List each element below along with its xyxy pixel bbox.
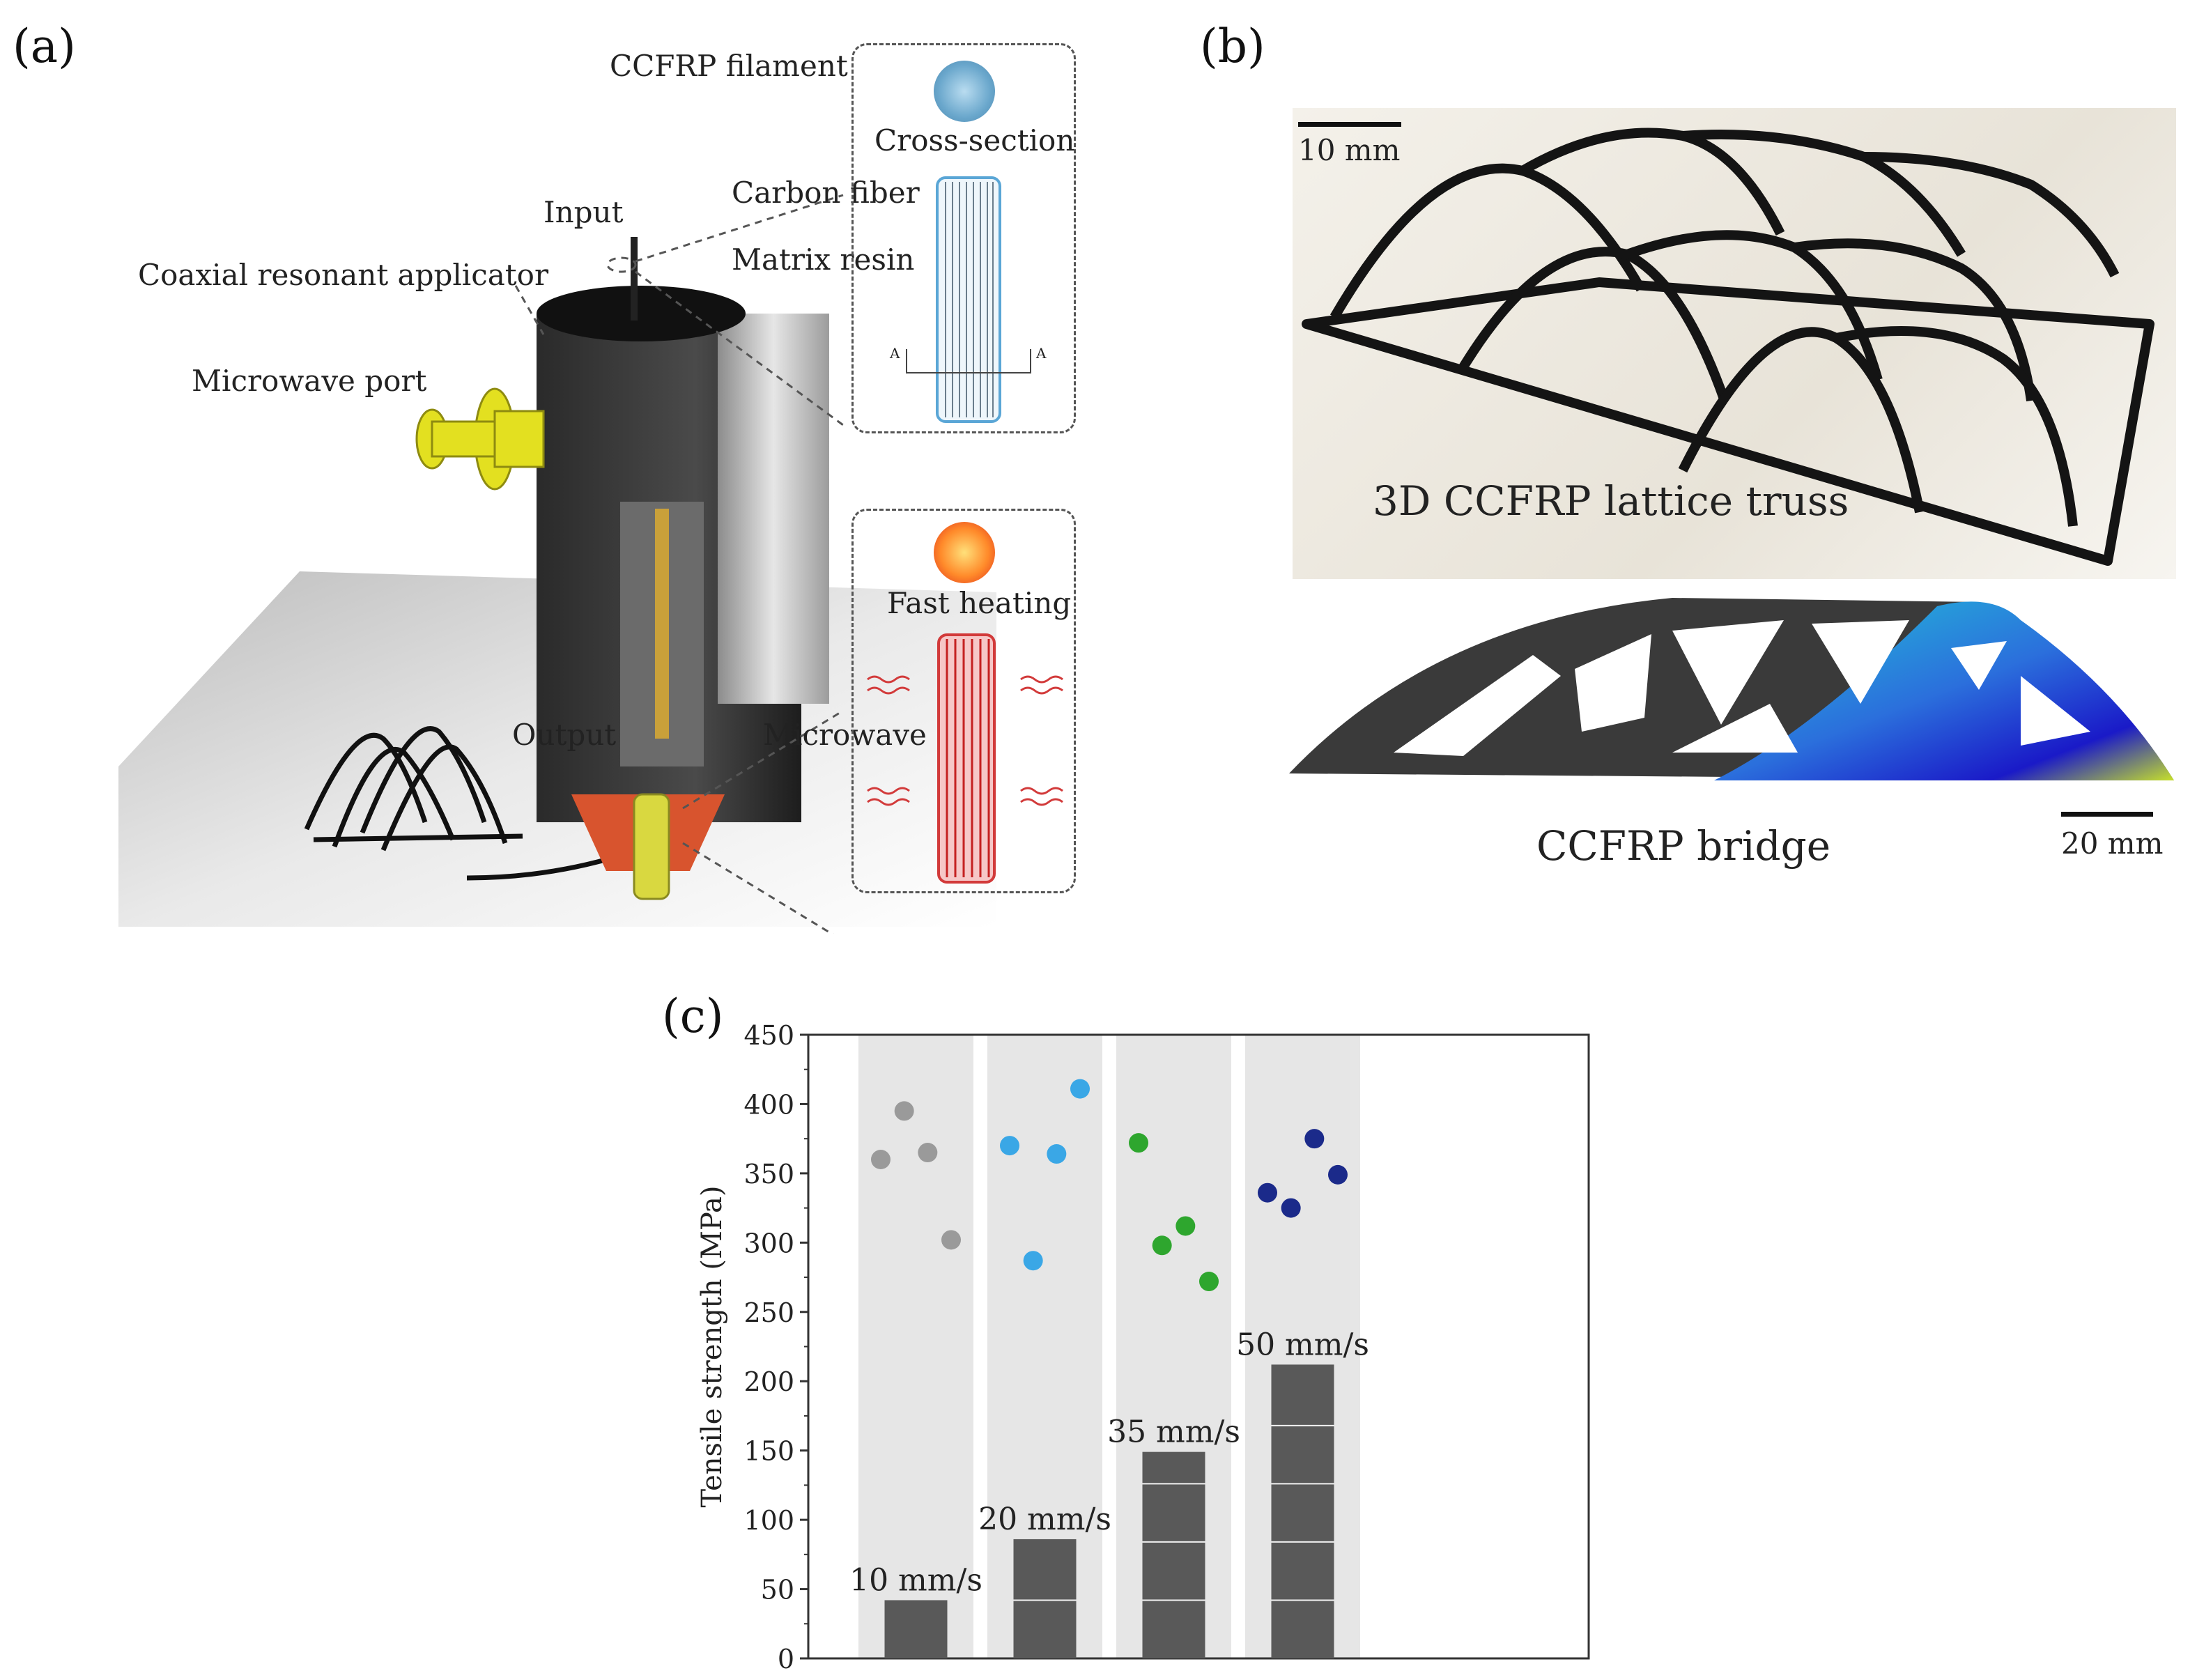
scale-bar-10mm bbox=[1298, 122, 1401, 127]
cross-section-label: Cross-section bbox=[874, 123, 1075, 157]
fast-heating-label: Fast heating bbox=[887, 586, 1072, 620]
bridge-caption: CCFRP bridge bbox=[1536, 822, 1831, 870]
bridge-scale-label: 20 mm bbox=[2061, 826, 2164, 861]
group-band bbox=[858, 1035, 973, 1658]
heated-cross-section-disc bbox=[934, 522, 995, 583]
data-point bbox=[1199, 1272, 1219, 1292]
y-tick-label: 250 bbox=[743, 1297, 794, 1328]
data-point bbox=[918, 1143, 938, 1163]
data-point bbox=[1023, 1251, 1043, 1271]
speed-bar-label: 20 mm/s bbox=[978, 1502, 1111, 1537]
filament-callout: CCFRP filament bbox=[610, 49, 848, 83]
y-tick-label: 150 bbox=[743, 1436, 794, 1467]
y-axis-label: Tensile strength (MPa) bbox=[696, 1186, 728, 1508]
data-point bbox=[1000, 1136, 1019, 1156]
scale-bar-20mm bbox=[2061, 812, 2153, 817]
cross-section-inset: Cross-section A A bbox=[851, 43, 1076, 433]
speed-bar bbox=[1142, 1451, 1205, 1658]
truss-scale-label: 10 mm bbox=[1298, 133, 1401, 167]
data-point bbox=[1047, 1144, 1067, 1164]
microwave-wave-icon bbox=[867, 675, 1063, 806]
microwave-port bbox=[415, 387, 545, 491]
data-point bbox=[1328, 1164, 1348, 1185]
y-tick-label: 350 bbox=[743, 1159, 794, 1189]
applicator-callout: Coaxial resonant applicator bbox=[138, 258, 549, 292]
output-callout: Output bbox=[512, 718, 617, 752]
data-point bbox=[1175, 1216, 1196, 1236]
panel-b-label: (b) bbox=[1200, 20, 1265, 73]
fiber-cross-section-disc bbox=[934, 61, 995, 122]
section-marker-right: A bbox=[1036, 345, 1047, 362]
speed-bar-label: 50 mm/s bbox=[1236, 1327, 1369, 1362]
lattice-truss-graphic bbox=[1302, 128, 2154, 566]
y-tick-label: 300 bbox=[743, 1228, 794, 1258]
truss-photo: 10 mm 3D CCFRP lattice truss bbox=[1293, 108, 2176, 579]
section-marker-left: A bbox=[890, 345, 900, 362]
y-tick-label: 200 bbox=[743, 1366, 794, 1397]
fiber-rod-red bbox=[867, 633, 1063, 884]
port-callout: Microwave port bbox=[192, 364, 427, 398]
y-tick-label: 0 bbox=[778, 1644, 794, 1672]
panel-c-label: (c) bbox=[662, 989, 724, 1043]
speed-bar-label: 10 mm/s bbox=[849, 1562, 982, 1598]
data-point bbox=[1258, 1182, 1277, 1203]
panel-a-label: (a) bbox=[13, 20, 76, 73]
matrix-resin-callout: Matrix resin bbox=[732, 242, 915, 277]
speed-bar bbox=[1271, 1364, 1334, 1658]
printer-illustration bbox=[118, 194, 996, 934]
input-callout: Input bbox=[544, 195, 624, 229]
carbon-fiber-callout: Carbon fiber bbox=[732, 176, 920, 210]
speed-bar-label: 35 mm/s bbox=[1107, 1415, 1240, 1450]
fiber-rod-blue bbox=[906, 176, 1031, 423]
data-point bbox=[1070, 1079, 1090, 1099]
y-tick-label: 100 bbox=[743, 1505, 794, 1536]
microwave-callout: Microwave bbox=[763, 718, 927, 752]
filament-input bbox=[631, 237, 638, 321]
bridge-graphic bbox=[1289, 598, 2174, 780]
speed-bar bbox=[1013, 1539, 1077, 1658]
data-point bbox=[1129, 1133, 1148, 1153]
data-point bbox=[894, 1101, 914, 1121]
data-point bbox=[941, 1230, 961, 1250]
data-point bbox=[871, 1150, 891, 1169]
y-tick-label: 50 bbox=[761, 1575, 794, 1605]
data-point bbox=[1304, 1129, 1325, 1149]
printed-part bbox=[304, 726, 705, 881]
y-tick-label: 450 bbox=[743, 1020, 794, 1051]
fast-heating-inset: Fast heating bbox=[851, 509, 1076, 893]
y-tick-label: 400 bbox=[743, 1089, 794, 1120]
data-point bbox=[1281, 1198, 1301, 1218]
data-point bbox=[1152, 1235, 1172, 1256]
speed-bar bbox=[884, 1600, 948, 1658]
truss-caption: 3D CCFRP lattice truss bbox=[1373, 477, 1849, 525]
